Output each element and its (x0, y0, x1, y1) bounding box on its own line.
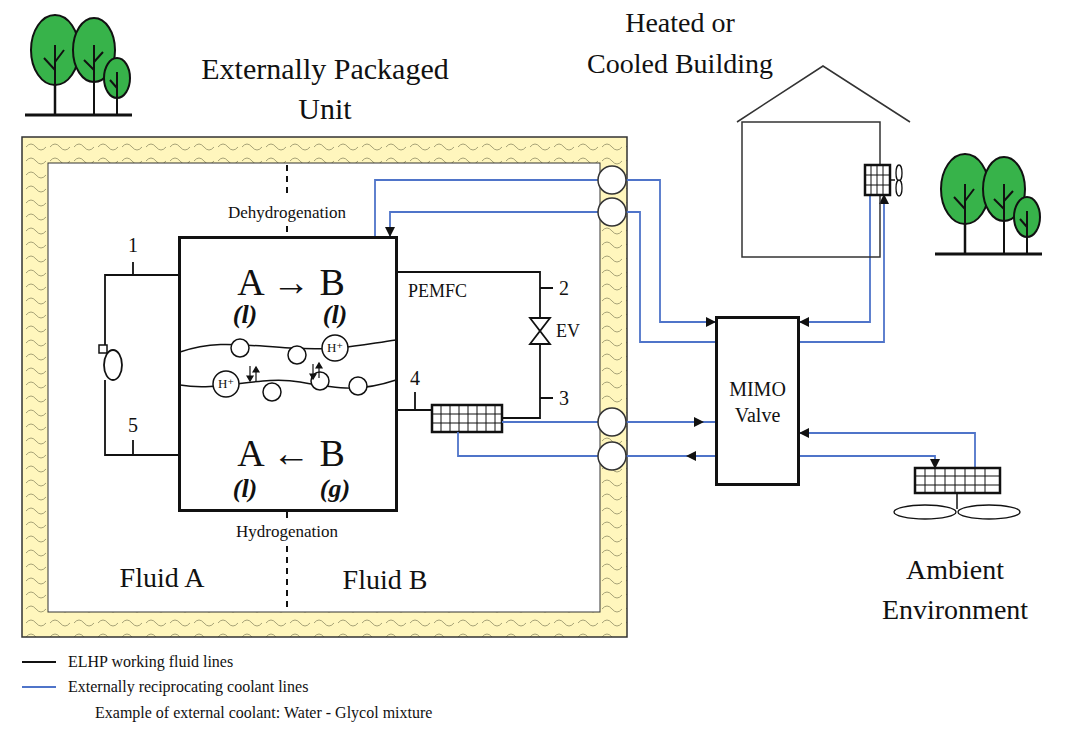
state-point-number: 2 (559, 276, 579, 300)
coolant-line (375, 180, 715, 322)
legend-note: Example of external coolant: Water - Gly… (95, 703, 695, 723)
state-point-number: 4 (405, 366, 425, 390)
coolant-line (800, 195, 870, 322)
mimo-valve-box: MIMO Valve (715, 316, 800, 486)
ambient-unit: Ambient Environment (875, 465, 1035, 625)
component-label: PEMFC (408, 280, 488, 302)
phase-label: (l) (315, 299, 355, 331)
coolant-line (800, 195, 884, 342)
heat-exchanger (432, 405, 502, 432)
legend-text: Externally reciprocating coolant lines (68, 677, 568, 697)
divider-line (286, 165, 288, 610)
housing-interior (48, 163, 600, 612)
coolant-line (390, 212, 715, 342)
state-point-number: 5 (123, 413, 143, 437)
coolant-lines (458, 422, 715, 456)
expansion-valve (530, 318, 550, 344)
phase-label: (l) (225, 299, 265, 331)
legend-text: ELHP working fluid lines (68, 652, 568, 672)
proton-label: H⁺ (211, 375, 241, 393)
component-label: EV (556, 320, 596, 342)
proton-label: H⁺ (320, 339, 350, 357)
housing-ports (598, 166, 626, 470)
building-shape (737, 65, 910, 258)
fluid-label: Fluid A (92, 560, 232, 596)
flow-arrows (686, 417, 704, 461)
legend-line-sample (22, 661, 56, 663)
proton-arrows (247, 363, 322, 382)
phase-label: (l) (225, 473, 265, 505)
valve-label: MIMO Valve (718, 376, 797, 428)
state-point-number: 1 (123, 233, 143, 257)
membrane-line (180, 340, 396, 352)
process-label: Hydrogenation (233, 521, 341, 543)
state-point-number: 3 (559, 386, 579, 410)
reaction-label: A ← B (201, 429, 381, 477)
pump-symbol (99, 345, 122, 380)
trees (25, 15, 132, 115)
unit-heading: Externally Packaged Unit (195, 49, 455, 129)
trees (935, 154, 1042, 254)
building-heading: Heated or Cooled Building (584, 2, 776, 84)
phase-label: (g) (315, 473, 355, 505)
membrane-particles (213, 335, 367, 401)
reactor-box: A → B(l)(l)A ← B(l)(g) (178, 236, 398, 512)
coolant-line (800, 433, 975, 468)
building: Heated or Cooled Building (737, 65, 910, 258)
reaction-label: A → B (201, 258, 381, 306)
ambient-heading: Ambient Environment (875, 550, 1035, 630)
coolant-line (800, 456, 935, 468)
process-label: Dehydrogenation (225, 202, 349, 224)
fluid-label: Fluid B (315, 562, 455, 598)
legend-line-sample (22, 686, 56, 688)
